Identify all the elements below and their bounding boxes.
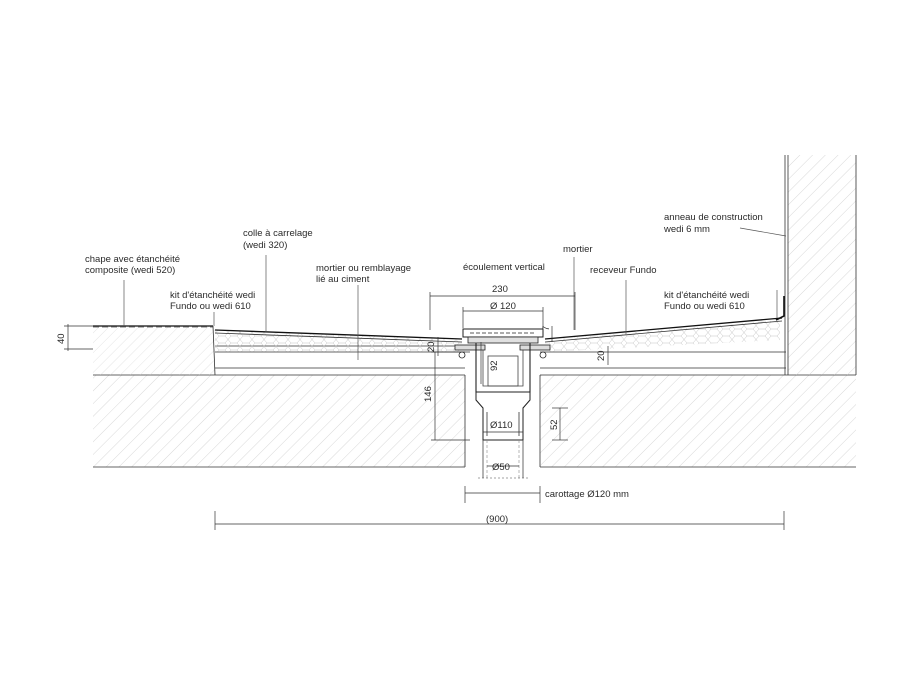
label-anneau-2: wedi 6 mm	[663, 224, 710, 235]
dimension-lines	[64, 292, 785, 530]
label-mortier: mortier	[563, 244, 593, 255]
dim-7: 7	[541, 326, 552, 331]
label-chape-2: composite (wedi 520)	[85, 265, 175, 276]
drain-body	[454, 328, 551, 479]
label-colle-1: colle à carrelage	[243, 228, 313, 239]
wall	[784, 155, 857, 375]
label-carottage: carottage Ø120 mm	[545, 489, 629, 500]
corner-seal	[775, 296, 785, 321]
label-kit-left-1: kit d'étanchéité wedi	[170, 290, 255, 301]
label-mortier-remblayage-2: lié au ciment	[316, 274, 370, 285]
label-kit-right-1: kit d'étanchéité wedi	[664, 290, 749, 301]
fundo-tray	[214, 317, 786, 353]
dim-110: Ø110	[490, 420, 513, 431]
dim-92: 92	[489, 360, 500, 371]
label-ecoulement: écoulement vertical	[463, 262, 545, 273]
dim-146: 146	[423, 386, 434, 402]
dim-40: 40	[56, 333, 67, 344]
dim-120: Ø 120	[490, 301, 516, 312]
labels: chape avec étanchéité composite (wedi 52…	[85, 212, 763, 500]
label-mortier-remblayage-1: mortier ou remblayage	[316, 263, 411, 274]
label-kit-left-2: Fundo ou wedi 610	[170, 301, 251, 312]
concrete-slab	[93, 374, 856, 468]
dim-50: Ø50	[492, 462, 510, 473]
dim-20-right: 20	[596, 350, 607, 361]
label-anneau-1: anneau de construction	[664, 212, 763, 223]
dim-900: (900)	[486, 514, 508, 525]
dimension-texts: 40 230 Ø 120 7 20 20 92 146 Ø110 52 Ø50 …	[56, 284, 607, 525]
dim-230: 230	[492, 284, 508, 295]
label-receveur: receveur Fundo	[590, 265, 657, 276]
dim-20-left: 20	[426, 341, 437, 352]
label-chape-1: chape avec étanchéité	[85, 254, 180, 265]
left-screed	[93, 325, 465, 376]
dim-52: 52	[549, 419, 560, 430]
leader-lines	[123, 227, 787, 360]
label-colle-2: (wedi 320)	[243, 240, 287, 251]
label-kit-right-2: Fundo ou wedi 610	[664, 301, 745, 312]
